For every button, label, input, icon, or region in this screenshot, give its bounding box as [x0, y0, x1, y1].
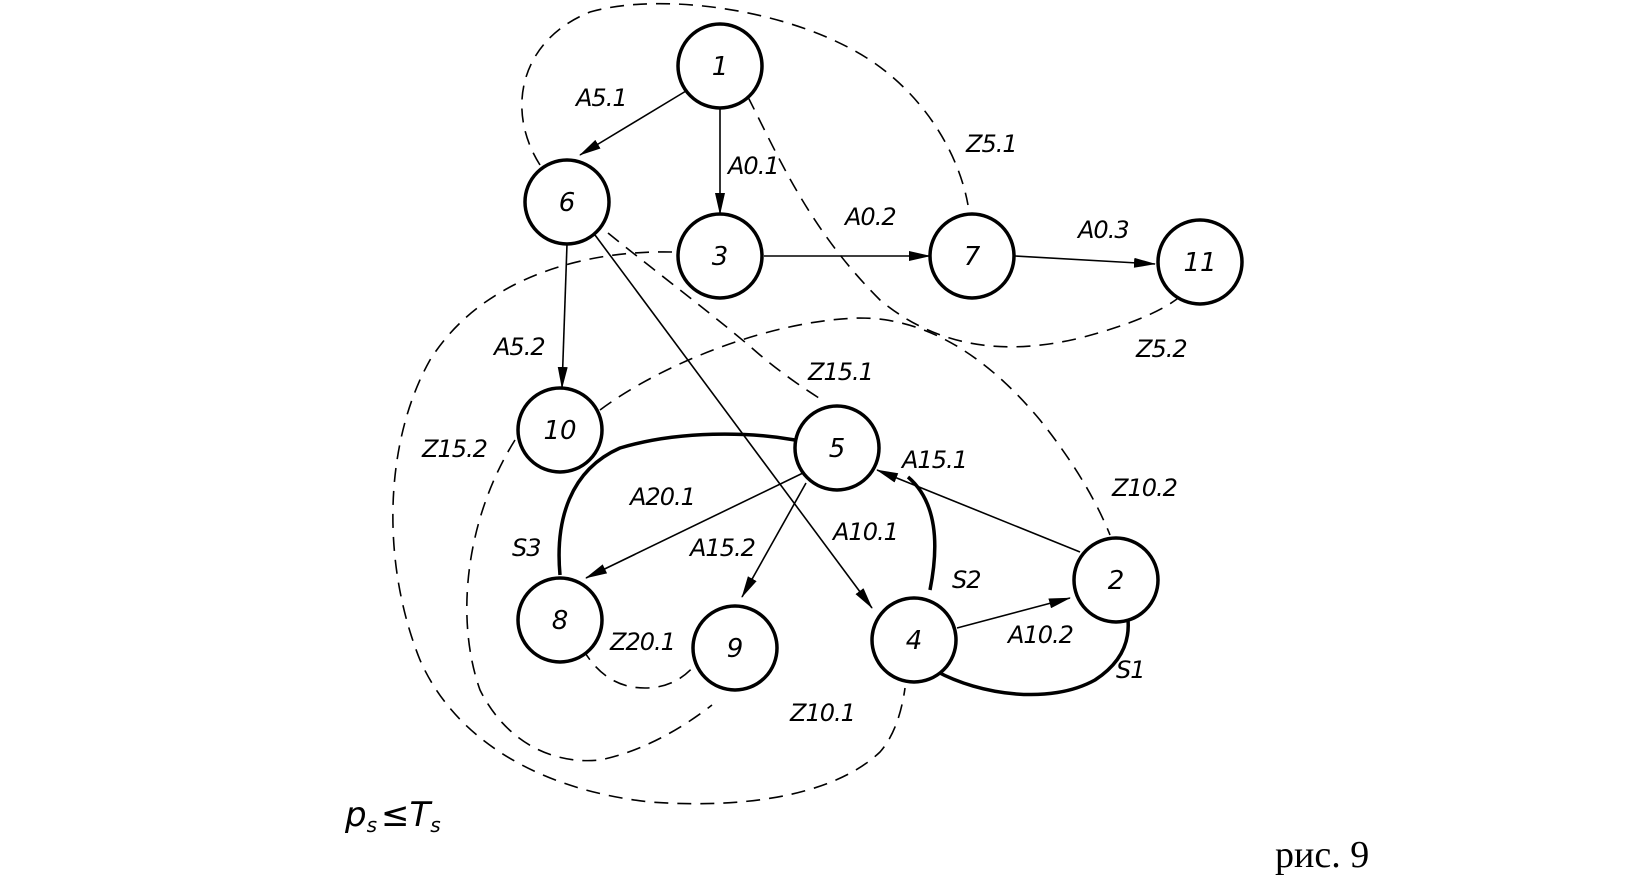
arc-labels: A5.1 A0.1 A0.2 A0.3 A5.2 A10.1 A15.1 A20… — [421, 84, 1188, 727]
node-5-circle — [793, 404, 881, 492]
formula-base: p — [344, 795, 367, 835]
label-a15-2: A15.2 — [688, 534, 755, 562]
arc-a15-2 — [741, 482, 807, 598]
arc-a10-2 — [956, 597, 1071, 629]
bold-arc-s2 — [906, 475, 937, 591]
label-z20-1: Z20.1 — [609, 628, 675, 656]
node-1-label: 1 — [712, 52, 729, 82]
node-7: 7 — [928, 212, 1016, 300]
dashed-arc-z10-1 — [466, 439, 713, 762]
node-11-circle — [1156, 218, 1244, 306]
node-3-circle — [676, 212, 764, 300]
label-a5-2: A5.2 — [492, 333, 545, 361]
node-6-circle — [523, 158, 611, 246]
directed-arcs — [557, 90, 1156, 629]
node-4-label: 4 — [906, 626, 923, 656]
node-4-circle — [870, 596, 958, 684]
node-11-label: 11 — [1183, 248, 1216, 278]
figure-caption: рис. 9 — [1275, 834, 1369, 876]
label-a10-2: A10.2 — [1006, 621, 1073, 649]
bold-arc-s3 — [557, 432, 796, 576]
node-1: 1 — [676, 22, 764, 110]
node-9-label: 9 — [727, 634, 744, 664]
label-s1: S1 — [1116, 656, 1145, 684]
label-z15-2: Z15.2 — [421, 435, 487, 463]
bold-arc-s1 — [935, 619, 1130, 697]
dashed-arc-z20-1 — [581, 647, 696, 689]
node-9: 9 — [691, 604, 779, 692]
node-5: 5 — [793, 404, 881, 492]
node-1-circle — [676, 22, 764, 110]
node-2-circle — [1072, 536, 1160, 624]
label-a0-3: A0.3 — [1076, 216, 1129, 244]
dashed-arc-z5-2 — [747, 96, 1183, 348]
label-a20-1: A20.1 — [628, 483, 695, 511]
label-z10-2: Z10.2 — [1111, 474, 1177, 502]
node-10-circle — [516, 386, 604, 474]
nodes: 1 2 3 4 5 6 7 8 — [516, 22, 1244, 692]
dashed-arc-z5-1 — [521, 2, 969, 206]
arc-a5-1 — [579, 90, 687, 156]
node-10-label: 10 — [543, 416, 576, 446]
node-11: 11 — [1156, 218, 1244, 306]
node-6: 6 — [523, 158, 611, 246]
dashed-arc-z15-2 — [392, 251, 906, 805]
formula-base-sub: s — [367, 813, 377, 837]
dashed-arc-z15-1 — [607, 232, 826, 403]
node-2-label: 2 — [1108, 566, 1125, 596]
dashed-arcs — [392, 2, 1183, 805]
label-a15-1: A15.1 — [900, 446, 967, 474]
formula-text: ps≤Ts — [344, 795, 441, 837]
arc-a20-1 — [585, 472, 804, 579]
firing-condition-formula: ps≤Ts — [344, 795, 441, 837]
node-8-circle — [516, 576, 604, 664]
node-5-label: 5 — [829, 434, 846, 464]
node-6-label: 6 — [559, 188, 576, 218]
label-z15-1: Z15.1 — [807, 358, 873, 386]
formula-relation: ≤ — [381, 795, 410, 835]
label-a10-1: A10.1 — [831, 518, 898, 546]
dashed-arc-z10-2 — [599, 317, 1111, 536]
label-a5-1: A5.1 — [574, 84, 627, 112]
node-8-label: 8 — [552, 606, 569, 636]
formula-rhs: T — [410, 795, 433, 835]
node-3: 3 — [676, 212, 764, 300]
node-7-circle — [928, 212, 1016, 300]
arc-a5-2 — [557, 243, 568, 389]
arc-a0-3 — [1014, 255, 1156, 268]
node-10: 10 — [516, 386, 604, 474]
label-z10-1: Z10.1 — [789, 699, 855, 727]
label-s3: S3 — [512, 534, 541, 562]
label-z5-1: Z5.1 — [965, 130, 1017, 158]
formula-rhs-sub: s — [430, 813, 440, 837]
node-2: 2 — [1072, 536, 1160, 624]
arc-a15-1 — [876, 469, 1081, 553]
node-7-label: 7 — [964, 242, 981, 272]
node-9-circle — [691, 604, 779, 692]
label-a0-2: A0.2 — [843, 203, 896, 231]
label-s2: S2 — [952, 566, 981, 594]
arc-a10-1 — [594, 234, 873, 609]
node-8: 8 — [516, 576, 604, 664]
node-3-label: 3 — [712, 242, 729, 272]
node-4: 4 — [870, 596, 958, 684]
label-a0-1: A0.1 — [726, 152, 779, 180]
label-z5-2: Z5.2 — [1135, 335, 1187, 363]
